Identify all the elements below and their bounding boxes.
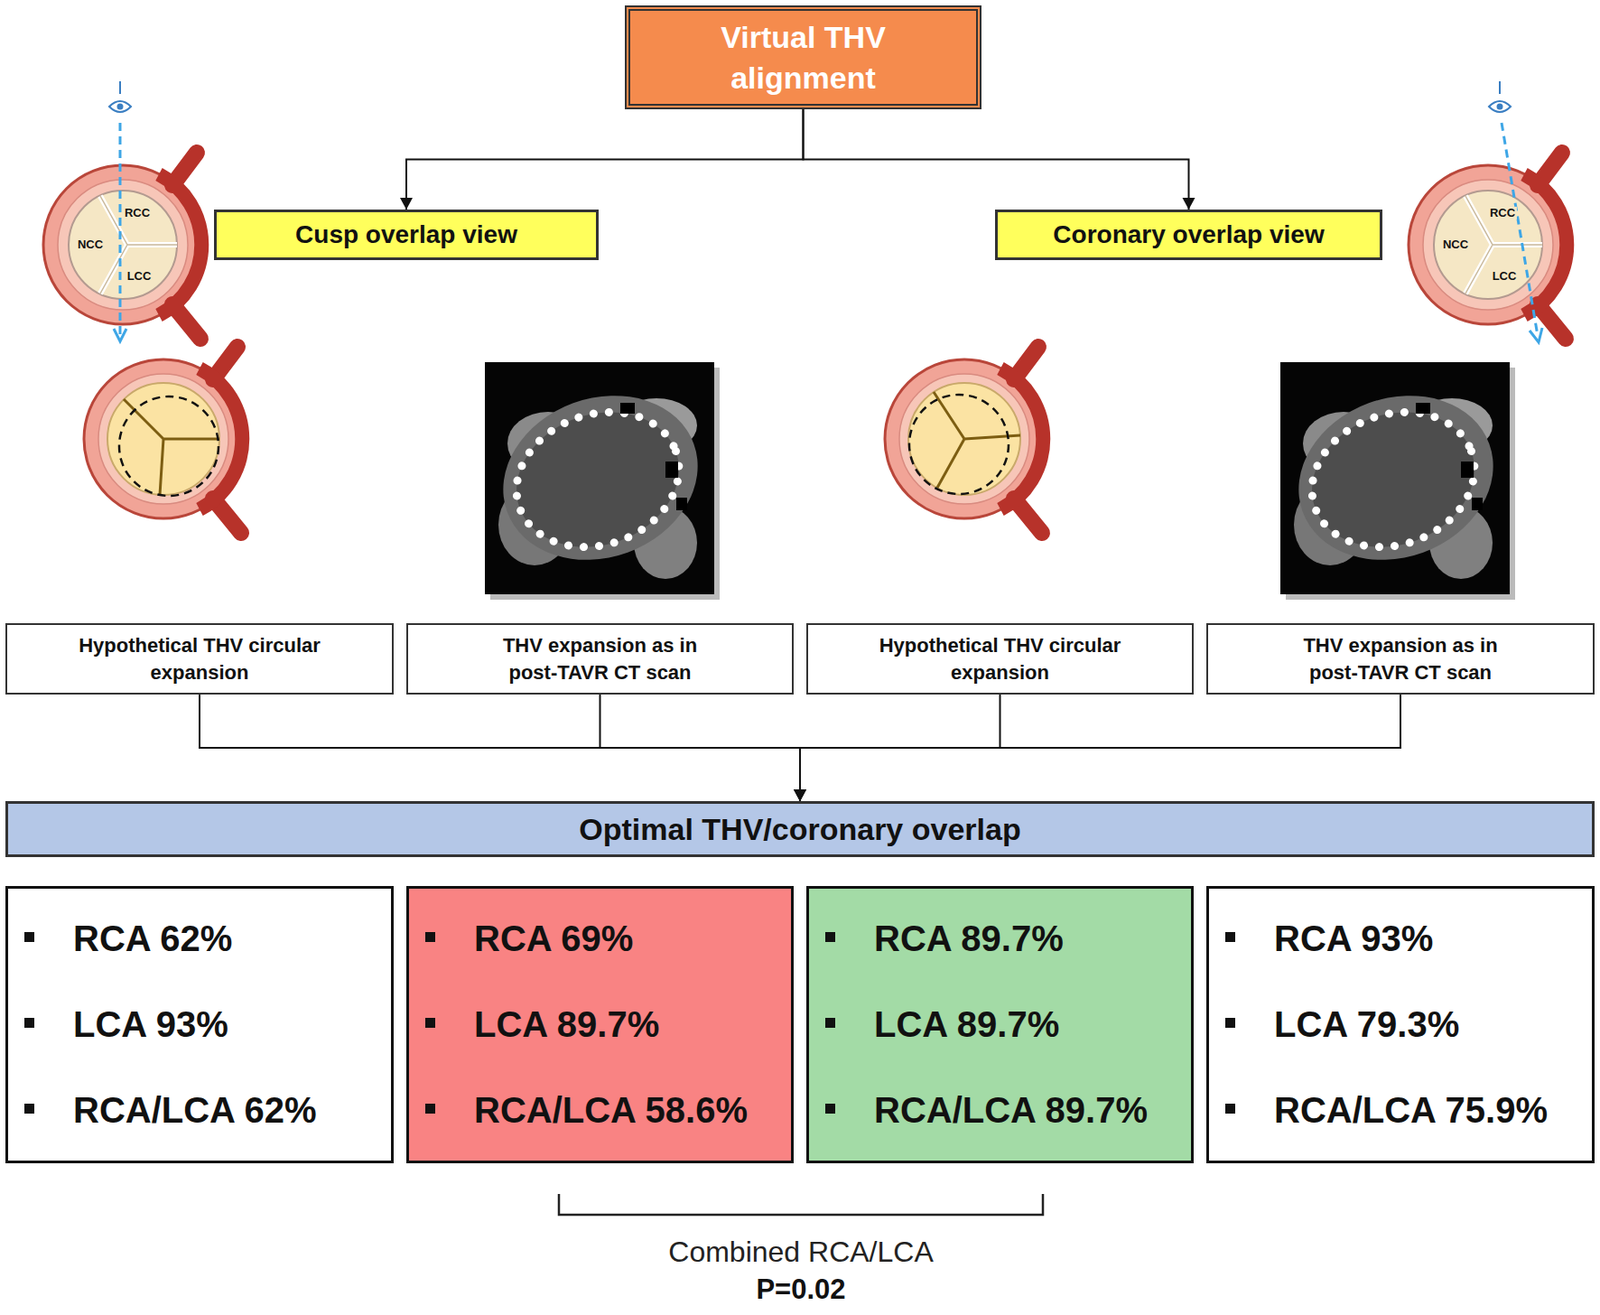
method-box: Hypothetical THV circular expansion [5,623,394,695]
illustration-part [100,195,177,294]
arrow-head [793,789,807,801]
result-line: LCA 89.7% [421,1004,660,1045]
aortic-root [83,346,243,533]
valve-top-left [43,152,203,339]
result-box: RCA 62% LCA 93% RCA/LCA 62% [5,885,394,1163]
arrow-head [793,789,807,801]
ct-scan-image [1275,362,1517,600]
method-box: THV expansion as in post-TAVR CT scan [1206,623,1595,695]
result-line: LCA 79.3% [1221,1004,1460,1045]
aortic-root [884,346,1044,533]
method-label: Hypothetical THV circular expansion [64,632,335,686]
method-box: THV expansion as in post-TAVR CT scan [406,623,794,695]
arrow-head [1182,197,1196,210]
illustration-part [909,394,1009,494]
aortic-root [1408,152,1568,339]
cusp-label: LCC [125,269,154,283]
ct-scan-image [480,362,722,600]
cusp-label: RCC [122,206,152,220]
title-box: Virtual THV alignment [624,5,982,110]
result-line: RCA 93% [1221,918,1433,959]
title-text: Virtual THV alignment [668,17,940,97]
view-box: Cusp overlap view [213,209,599,261]
method-label: THV expansion as in post-TAVR CT scan [1287,632,1514,686]
view-label: Cusp overlap view [295,220,518,250]
comparison-bracket [558,1193,1043,1215]
result-line: RCA/LCA 62% [20,1089,317,1131]
result-line: RCA/LCA 75.9% [1221,1089,1548,1131]
valve-circular-expansion [884,346,1044,533]
outcome-band: Optimal THV/coronary overlap [5,800,1595,857]
result-line: RCA 89.7% [821,918,1064,959]
result-box: RCA 69% LCA 89.7% RCA/LCA 58.6% [406,885,794,1163]
illustration-part [107,382,220,495]
arrow-head [400,197,413,210]
connector-line [199,694,800,801]
comparison-label: Combined RCA/LCA [668,1235,933,1269]
result-line: LCA 89.7% [821,1004,1060,1045]
aortic-root [43,152,203,339]
method-label: THV expansion as in post-TAVR CT scan [487,632,714,686]
valve-circular-expansion [83,346,243,533]
valve-top-right [1408,152,1568,339]
connector-line [800,694,1401,801]
connector-line [600,694,801,801]
cusp-label: LCC [1490,269,1519,283]
result-line: RCA 69% [421,918,633,959]
illustration-part [1488,101,1511,112]
illustration-part [109,101,131,112]
illustration-part [100,195,177,294]
result-line: RCA/LCA 89.7% [821,1089,1148,1131]
result-line: LCA 93% [20,1004,229,1045]
illustration-part [119,122,122,336]
p-value: P=0.02 [755,1273,846,1306]
illustration-part [68,190,177,299]
illustration-part [933,391,1021,488]
view-label: Coronary overlap view [1052,220,1324,250]
illustration-part [119,396,219,496]
arrow-head [793,789,807,801]
illustration-part [119,81,121,94]
method-box: Hypothetical THV circular expansion [806,623,1194,695]
illustration-part [1465,195,1543,294]
connector-line [803,109,1190,210]
band-label: Optimal THV/coronary overlap [578,811,1021,847]
connector [793,694,1401,801]
connector [803,109,1196,210]
connector-line [406,109,804,210]
result-line: RCA 62% [20,918,233,959]
arrow-head [793,789,807,801]
illustration-part [1498,81,1501,94]
illustration-part [1501,122,1538,336]
result-box: RCA 93% LCA 79.3% RCA/LCA 75.9% [1206,885,1595,1163]
illustration-part [113,328,127,342]
method-label: Hypothetical THV circular expansion [865,632,1136,686]
connector [400,109,804,210]
result-line: RCA/LCA 58.6% [421,1089,748,1131]
illustration-part [1497,103,1504,111]
illustration-part [1433,190,1543,299]
illustration-part [908,382,1021,495]
view-box: Coronary overlap view [995,209,1383,261]
cusp-label: RCC [1488,206,1517,220]
illustration-part [117,103,124,111]
connector [199,694,807,801]
result-box: RCA 89.7% LCA 89.7% RCA/LCA 89.7% [806,885,1194,1163]
connector [600,694,808,801]
illustration-part [1529,327,1543,343]
cusp-label: NCC [1441,238,1470,252]
cusp-label: NCC [75,238,105,252]
illustration-part [1465,195,1543,294]
